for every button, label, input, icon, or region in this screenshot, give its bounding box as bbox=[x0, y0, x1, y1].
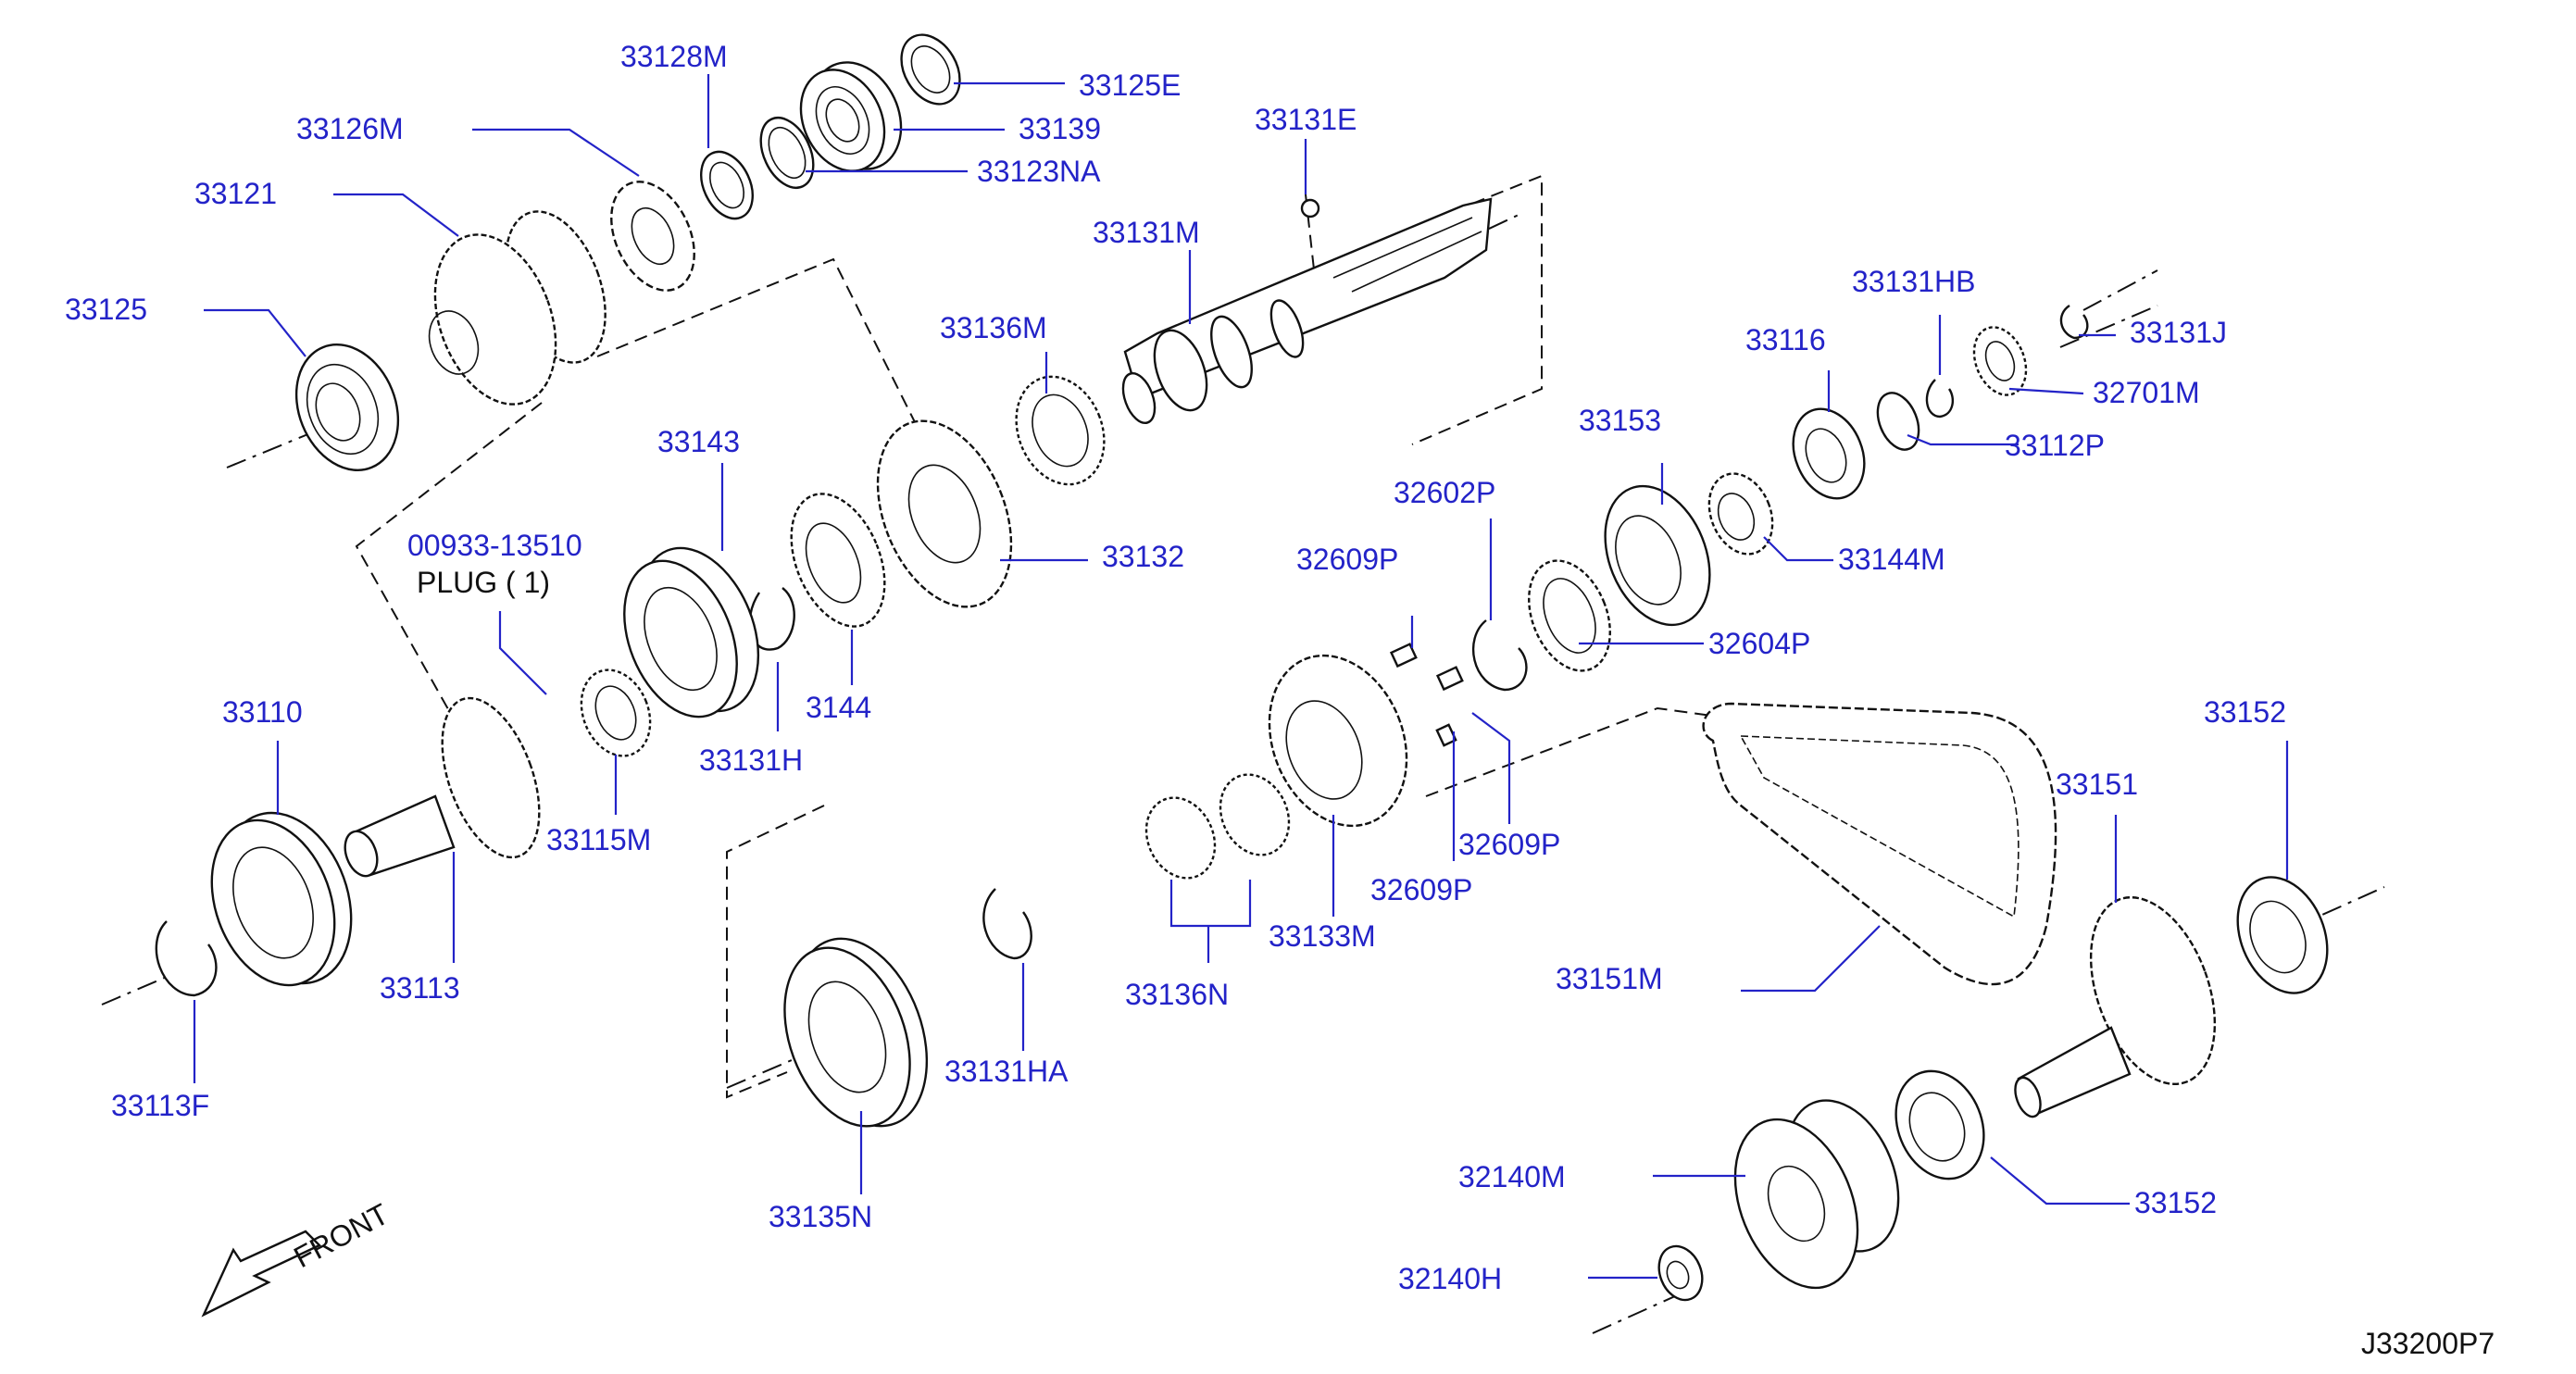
leader-lines bbox=[193, 74, 2289, 1280]
assembly-guide-lines bbox=[101, 174, 2385, 1334]
front-arrow-icon bbox=[201, 1230, 322, 1318]
bearing-33139 bbox=[799, 61, 903, 172]
flange-32140m bbox=[1733, 1099, 1900, 1290]
sprocket-33133m bbox=[1268, 654, 1408, 828]
label-33133m: 33133M bbox=[1269, 919, 1376, 953]
sleeve-33143 bbox=[623, 546, 760, 718]
label-33131e: 33131E bbox=[1255, 103, 1357, 136]
part-labels: 33128M 33125E 33126M 33139 33123NA 33121… bbox=[65, 40, 2286, 1295]
label-00933-13510: 00933-13510 bbox=[407, 529, 582, 562]
bearing-33110 bbox=[210, 811, 353, 987]
gear-32701m bbox=[1972, 326, 2028, 396]
hub-33144m bbox=[1707, 472, 1774, 556]
label-33131m: 33131M bbox=[1093, 216, 1200, 249]
label-33152-top: 33152 bbox=[2204, 695, 2286, 729]
label-33131j: 33131J bbox=[2130, 316, 2227, 349]
label-33128m: 33128M bbox=[620, 40, 728, 73]
label-32609p-c: 32609P bbox=[1370, 873, 1472, 906]
nut-32140h bbox=[1657, 1244, 1704, 1302]
bearing-33116 bbox=[1792, 407, 1866, 500]
bearing-33135n bbox=[783, 937, 929, 1128]
label-32604p: 32604P bbox=[1708, 627, 1810, 660]
front-indicator: FRONT bbox=[201, 1197, 394, 1318]
chain-33151m bbox=[1702, 702, 2057, 986]
ball-33131e bbox=[1300, 198, 1320, 219]
label-33123na: 33123NA bbox=[977, 155, 1101, 188]
label-33131hb: 33131HB bbox=[1852, 265, 1975, 298]
label-33113f: 33113F bbox=[111, 1089, 209, 1122]
label-33116: 33116 bbox=[1745, 323, 1826, 356]
label-32609p-a: 32609P bbox=[1296, 543, 1398, 576]
label-33113: 33113 bbox=[380, 971, 460, 1005]
label-33143: 33143 bbox=[657, 425, 740, 458]
needle-bearing-33115m bbox=[580, 668, 652, 757]
label-32701m: 32701M bbox=[2093, 376, 2200, 409]
label-33132: 33132 bbox=[1102, 540, 1184, 573]
front-label: FRONT bbox=[288, 1197, 394, 1275]
label-32140m: 32140M bbox=[1458, 1160, 1566, 1193]
label-33131h: 33131H bbox=[699, 743, 803, 777]
ring-33128m bbox=[700, 150, 754, 220]
hub-33126m bbox=[610, 181, 695, 292]
snap-ring-33131ha bbox=[982, 888, 1032, 960]
gear-33132 bbox=[876, 419, 1013, 608]
label-33110: 33110 bbox=[222, 695, 303, 729]
label-33144: 3144 bbox=[806, 691, 871, 724]
label-33112p: 33112P bbox=[2005, 429, 2105, 462]
label-33135n: 33135N bbox=[769, 1200, 872, 1233]
bearing-33152-top bbox=[2236, 876, 2329, 994]
clip-33131j bbox=[2059, 305, 2089, 340]
label-plug: PLUG ( 1) bbox=[417, 566, 550, 599]
label-33115m: 33115M bbox=[546, 823, 651, 856]
washer-33125e bbox=[900, 33, 961, 106]
bearing-33125 bbox=[294, 344, 400, 471]
label-33126m: 33126M bbox=[296, 112, 404, 145]
snap-ring-33113f bbox=[155, 920, 218, 997]
label-33131ha: 33131HA bbox=[944, 1055, 1069, 1088]
label-32602p: 32602P bbox=[1394, 476, 1495, 509]
shaft-33131m bbox=[1121, 197, 1493, 425]
gear-33121 bbox=[428, 210, 606, 406]
label-33152: 33152 bbox=[2134, 1186, 2217, 1219]
snap-ring-33131hb bbox=[1925, 379, 1955, 418]
label-33121: 33121 bbox=[194, 177, 277, 210]
label-33125e: 33125E bbox=[1079, 69, 1181, 102]
label-32140h: 32140H bbox=[1398, 1262, 1502, 1295]
ring-33144 bbox=[790, 493, 886, 628]
label-33136n: 33136N bbox=[1125, 978, 1229, 1011]
needle-bearing-33136m bbox=[1015, 375, 1106, 486]
bearing-33152 bbox=[1894, 1069, 1985, 1180]
shaft-gear-33151 bbox=[2014, 896, 2217, 1118]
label-33125: 33125 bbox=[65, 293, 147, 326]
sleeve-33153 bbox=[1604, 484, 1711, 627]
needle-bearings-33136n bbox=[1144, 773, 1291, 880]
shift-pieces-32609p bbox=[1389, 643, 1464, 747]
shaft-33113 bbox=[344, 696, 541, 878]
snap-ring-32602p bbox=[1471, 619, 1528, 692]
label-33139: 33139 bbox=[1019, 112, 1101, 145]
ring-33112p bbox=[1876, 392, 1920, 451]
label-32609p-b: 32609P bbox=[1458, 828, 1560, 861]
label-33151: 33151 bbox=[2056, 768, 2138, 801]
diagram-code: J33200P7 bbox=[2361, 1327, 2495, 1360]
label-33151m: 33151M bbox=[1556, 962, 1663, 995]
label-33136m: 33136M bbox=[940, 311, 1047, 344]
label-33153: 33153 bbox=[1579, 404, 1661, 437]
ring-33123na bbox=[759, 117, 815, 189]
synchro-ring-32604p bbox=[1528, 559, 1611, 672]
label-33144m: 33144M bbox=[1838, 543, 1945, 576]
